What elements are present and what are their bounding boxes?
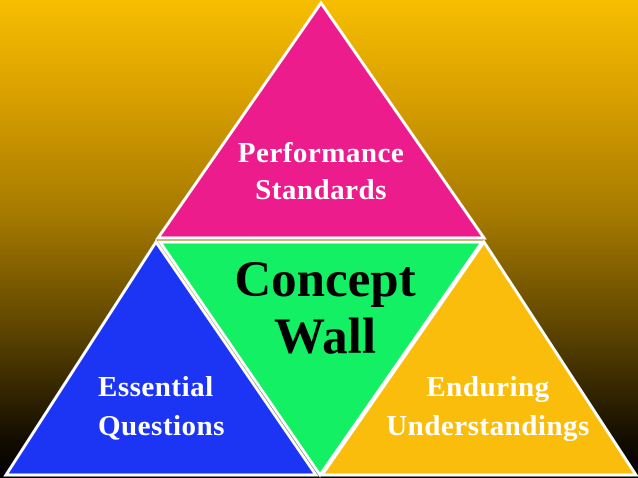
right-triangle-enduring-understandings	[319, 239, 638, 477]
essential-line: Essential	[98, 371, 214, 403]
standards-line: Standards	[255, 174, 387, 206]
essential-questions-label: Essential Questions	[98, 373, 258, 441]
performance-line: Performance	[237, 137, 405, 169]
left-triangle-essential-questions	[3, 239, 319, 477]
performance-standards-label: Performance Standards	[221, 139, 421, 205]
concept-line: Concept	[234, 252, 416, 308]
top-triangle-performance-standards	[155, 0, 487, 240]
wall-line: Wall	[273, 309, 377, 365]
enduring-understandings-label: Enduring Understandings	[378, 373, 598, 441]
enduring-line: Enduring	[426, 371, 550, 403]
center-triangle-concept-wall	[157, 240, 485, 478]
concept-wall-label: Concept Wall	[210, 255, 440, 363]
questions-line: Questions	[98, 410, 225, 442]
understandings-line: Understandings	[386, 410, 590, 442]
